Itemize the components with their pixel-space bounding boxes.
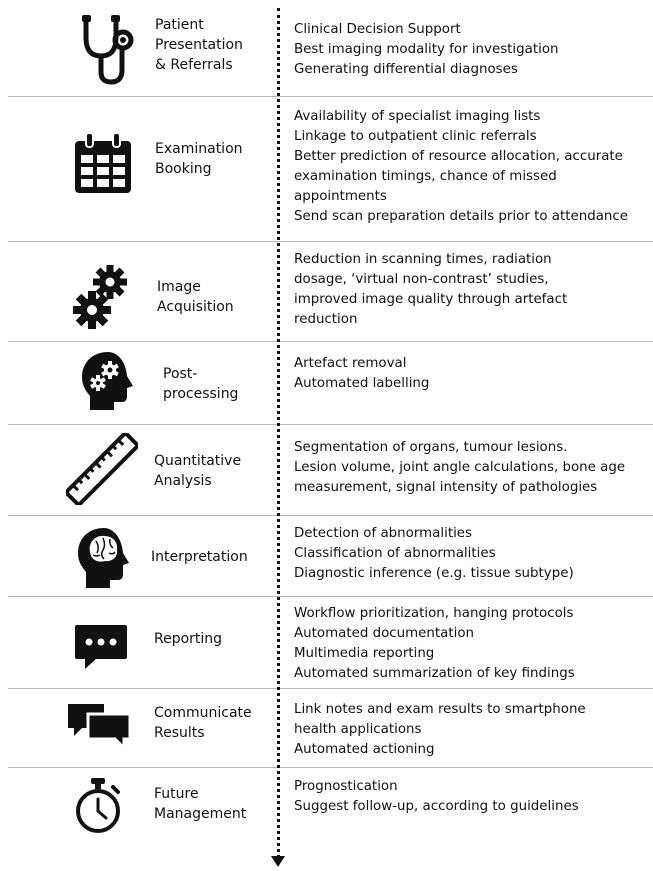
stage-item: measurement, signal intensity of patholo… [294, 480, 598, 495]
stage-label: Future Management [154, 784, 246, 824]
row-divider [8, 341, 653, 342]
stage-label-line: Presentation [155, 37, 243, 53]
gears-icon [72, 262, 132, 332]
stage-item: Automated actioning [294, 742, 435, 757]
stage-item: Best imaging modality for investigation [294, 42, 559, 57]
stage-item: Lesion volume, joint angle calculations,… [294, 460, 626, 475]
row-divider [8, 767, 653, 768]
stage-label: Quantitative Analysis [154, 451, 241, 491]
stage-item: Generating differential diagnoses [294, 62, 518, 77]
stage-label: Examination Booking [155, 139, 243, 179]
stage-label: Communicate Results [154, 703, 252, 743]
stage-item: examination timings, chance of missed [294, 169, 557, 184]
head-brain-icon [76, 526, 132, 590]
stage-item: reduction [294, 312, 358, 327]
stage-label-line: Analysis [154, 473, 212, 489]
stage-item: Segmentation of organs, tumour lesions. [294, 440, 568, 455]
stage-item: Artefact removal [294, 356, 407, 371]
stage-item: Multimedia reporting [294, 646, 435, 661]
stage-label-line: Acquisition [157, 299, 234, 315]
stage-item: Detection of abnormalities [294, 526, 473, 541]
stage-items: Reduction in scanning times, radiation d… [294, 250, 567, 330]
stage-item: Clinical Decision Support [294, 22, 461, 37]
stage-item: dosage, ‘virtual non-contrast’ studies, [294, 272, 549, 287]
stage-item: Reduction in scanning times, radiation [294, 252, 552, 267]
stage-item: health applications [294, 722, 422, 737]
stage-label: Post- processing [163, 364, 238, 404]
stage-label-line: Booking [155, 161, 212, 177]
row-divider [8, 96, 653, 97]
stage-item: Link notes and exam results to smartphon… [294, 702, 586, 717]
stage-items: Segmentation of organs, tumour lesions. … [294, 438, 625, 498]
stage-item: Better prediction of resource allocation… [294, 149, 623, 164]
stage-item: Linkage to outpatient clinic referrals [294, 129, 537, 144]
stage-item: Workflow prioritization, hanging protoco… [294, 606, 574, 621]
stage-items: Clinical Decision Support Best imaging m… [294, 20, 559, 80]
stage-label-line: Quantitative [154, 453, 242, 469]
stage-items: Workflow prioritization, hanging protoco… [294, 604, 575, 684]
stage-items: Artefact removal Automated labelling [294, 354, 429, 394]
chat-bubbles-icon [66, 702, 132, 750]
stage-items: Prognostication Suggest follow-up, accor… [294, 777, 579, 817]
stethoscope-icon [76, 12, 136, 86]
stage-label: Reporting [154, 629, 222, 649]
stage-item: Suggest follow-up, according to guidelin… [294, 799, 579, 814]
stage-label-line: Image [157, 279, 201, 295]
stage-label-line: Results [154, 725, 205, 741]
stage-label: Patient Presentation & Referrals [155, 15, 243, 75]
stage-item: Automated documentation [294, 626, 475, 641]
stage-label-line: Communicate [154, 705, 252, 721]
stage-item: Send scan preparation details prior to a… [294, 209, 629, 224]
stage-label-line: Interpretation [151, 549, 248, 565]
stage-items: Link notes and exam results to smartphon… [294, 700, 586, 760]
stage-label-line: Patient [155, 17, 204, 33]
ruler-icon [66, 433, 138, 505]
chat-bubble-icon [74, 624, 128, 670]
stage-label-line: processing [163, 386, 239, 402]
row-divider [8, 688, 653, 689]
timeline-arrowhead [271, 856, 285, 867]
stage-item: improved image quality through artefact [294, 292, 568, 307]
row-divider [8, 424, 653, 425]
stage-item: Availability of specialist imaging lists [294, 109, 541, 124]
calendar-icon [72, 133, 134, 195]
stage-items: Detection of abnormalities Classificatio… [294, 524, 574, 584]
stage-item: Classification of abnormalities [294, 546, 496, 561]
stage-item: Automated summarization of key findings [294, 666, 575, 681]
stage-item: Diagnostic inference (e.g. tissue subtyp… [294, 566, 574, 581]
stage-label-line: Management [154, 806, 247, 822]
stage-items: Availability of specialist imaging lists… [294, 107, 628, 227]
row-divider [8, 596, 653, 597]
row-divider [8, 241, 653, 242]
stage-label-line: Examination [155, 141, 243, 157]
stage-label-line: & Referrals [155, 57, 233, 73]
stage-item: appointments [294, 189, 387, 204]
stage-label: Interpretation [151, 547, 248, 567]
stage-item: Prognostication [294, 779, 398, 794]
stage-label: Image Acquisition [157, 277, 234, 317]
stage-label-line: Post- [163, 366, 198, 382]
stopwatch-icon [73, 777, 123, 835]
stage-label-line: Reporting [154, 631, 223, 647]
row-divider [8, 515, 653, 516]
stage-label-line: Future [154, 786, 199, 802]
stage-item: Automated labelling [294, 376, 430, 391]
timeline-line [277, 8, 280, 858]
head-gears-icon [80, 350, 136, 412]
